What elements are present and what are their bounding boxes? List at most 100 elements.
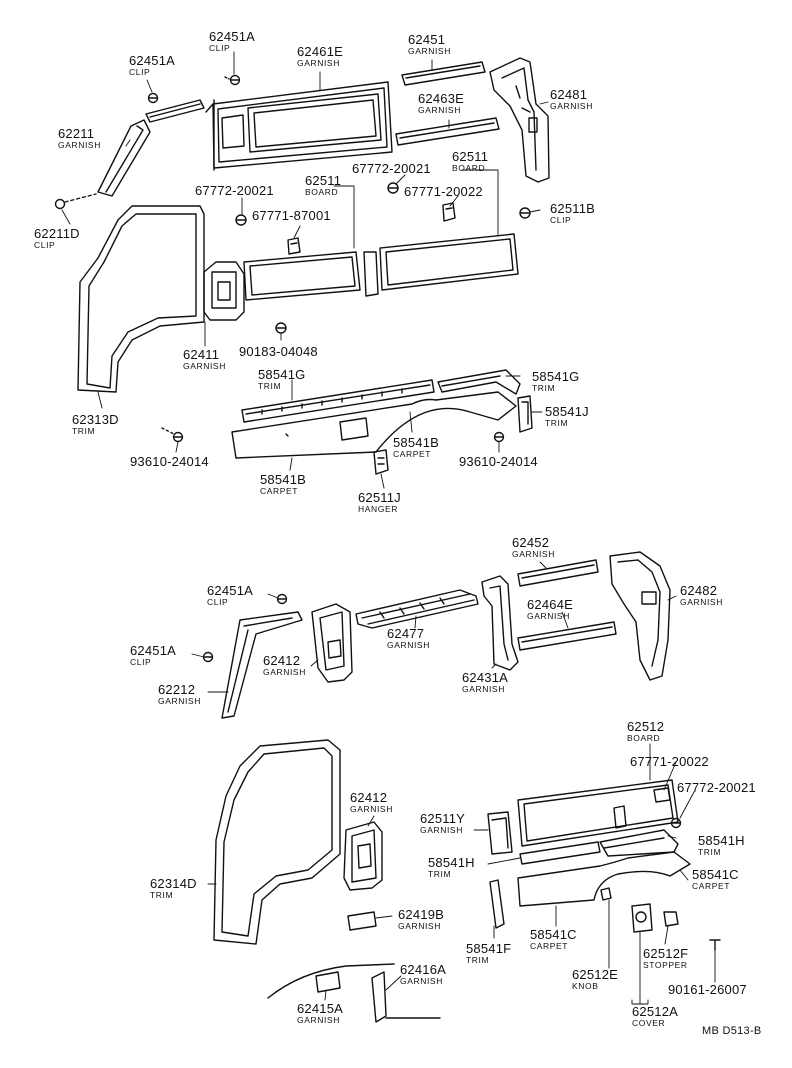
callout-retainer: 67772-20021 bbox=[352, 162, 431, 175]
part-number: 62511 bbox=[452, 149, 489, 164]
part-number: 58541B bbox=[393, 435, 440, 450]
part-number: 67771-87001 bbox=[252, 208, 331, 223]
part-name: TRIM bbox=[698, 847, 722, 857]
callout-retainer: 67771-87001 bbox=[252, 209, 331, 222]
callout-hanger: 62511J HANGER bbox=[358, 491, 401, 514]
part-number: 62463E bbox=[418, 91, 465, 106]
garnish-strip-shape bbox=[517, 559, 599, 587]
callout-sill-garnish: 62415A GARNISH bbox=[297, 1002, 343, 1025]
part-number: 62511Y bbox=[420, 811, 466, 826]
b-pillar-garnish-shape bbox=[203, 261, 245, 321]
part-name: TRIM bbox=[466, 955, 490, 965]
callout-rear-quarter-garnish: 62482 GARNISH bbox=[680, 584, 723, 607]
part-number: 62419B bbox=[398, 907, 445, 922]
window-frame-garnish-shape bbox=[205, 81, 393, 171]
part-number: 62512F bbox=[643, 946, 689, 961]
callout-stopper: 62512F STOPPER bbox=[643, 947, 688, 970]
part-number: 62415A bbox=[297, 1001, 344, 1016]
part-number: 62211 bbox=[58, 126, 95, 141]
clip-shape bbox=[147, 92, 159, 104]
part-number: 62212 bbox=[158, 682, 196, 697]
a-pillar-garnish-shape bbox=[97, 119, 151, 197]
callout-screw-lower: 90161-26007 bbox=[668, 983, 747, 996]
drawing-code: MB D513-B bbox=[702, 1025, 762, 1037]
part-number: 62313D bbox=[72, 412, 119, 427]
part-number: 58541H bbox=[698, 833, 745, 848]
part-name: STOPPER bbox=[643, 960, 688, 970]
part-number: 62412 bbox=[350, 790, 388, 805]
floor-carpet-shape bbox=[231, 391, 517, 459]
hanger-bracket-shape bbox=[373, 449, 389, 475]
part-number: 62482 bbox=[680, 583, 718, 598]
callout-b-pillar-garnish: 62411 GARNISH bbox=[183, 348, 226, 371]
part-name: GARNISH bbox=[408, 46, 451, 56]
callout-knob: 62512E KNOB bbox=[572, 968, 618, 991]
part-name: GARNISH bbox=[400, 976, 443, 986]
garnish-strip-shape bbox=[395, 117, 500, 146]
door-opening-trim-shape bbox=[77, 205, 205, 393]
part-name: TRIM bbox=[72, 426, 96, 436]
part-name: GARNISH bbox=[263, 667, 306, 677]
callout-step-garnish: 62416A GARNISH bbox=[400, 963, 446, 986]
part-name: GARNISH bbox=[512, 549, 555, 559]
part-number: 62451A bbox=[209, 29, 256, 44]
part-name: TRIM bbox=[258, 381, 282, 391]
part-name: TRIM bbox=[150, 890, 174, 900]
part-number: 62512A bbox=[632, 1004, 679, 1019]
part-name: GARNISH bbox=[297, 1015, 340, 1025]
part-number: 58541C bbox=[530, 927, 577, 942]
callout-clip-top: 62451A CLIP bbox=[209, 30, 255, 53]
callout-screw-left: 93610-24014 bbox=[130, 455, 209, 468]
b-pillar-garnish-shape bbox=[343, 821, 383, 891]
callout-pillar-garnish: 62481 GARNISH bbox=[550, 88, 593, 111]
leader-lines-middle bbox=[191, 561, 677, 693]
callout-small-garnish-lower: 62419B GARNISH bbox=[398, 908, 444, 931]
part-name: CARPET bbox=[393, 449, 432, 459]
callout-door-opening-trim-lower: 62314D TRIM bbox=[150, 877, 197, 900]
part-number: 58541B bbox=[260, 472, 307, 487]
part-name: GARNISH bbox=[462, 684, 505, 694]
pillar-garnish-shape bbox=[481, 575, 519, 671]
part-name: GARNISH bbox=[680, 597, 723, 607]
callout-cover: 62512A COVER bbox=[632, 1005, 678, 1028]
part-number: 62451 bbox=[408, 32, 446, 47]
callout-clip-pillar: 62211D CLIP bbox=[34, 227, 80, 250]
lower-assembly bbox=[207, 739, 721, 1023]
callout-small-garnish: 62511Y GARNISH bbox=[420, 812, 465, 835]
part-number: 93610-24014 bbox=[459, 454, 538, 469]
part-name: CLIP bbox=[130, 657, 152, 667]
small-garnish-shape bbox=[487, 811, 513, 855]
floor-edge-trim-shape bbox=[241, 379, 435, 423]
part-number: 62411 bbox=[183, 347, 220, 362]
callout-clip-right: 62511B CLIP bbox=[550, 202, 595, 225]
part-name: GARNISH bbox=[297, 58, 340, 68]
callout-garnish-strip: 62451 GARNISH bbox=[408, 33, 451, 56]
part-name: GARNISH bbox=[158, 696, 201, 706]
part-number: 62477 bbox=[387, 626, 425, 641]
part-number: 67772-20021 bbox=[195, 183, 274, 198]
side-trim-shape bbox=[489, 879, 505, 929]
part-name: COVER bbox=[632, 1018, 666, 1028]
screw-shapes bbox=[161, 427, 505, 443]
part-number: 58541C bbox=[692, 867, 739, 882]
leader-lines-upper bbox=[61, 51, 549, 489]
part-number: 62451A bbox=[207, 583, 254, 598]
callout-b-pillar-garnish-mid: 62412 GARNISH bbox=[263, 654, 306, 677]
part-name: CARPET bbox=[530, 941, 569, 951]
leader-lines-lower bbox=[207, 743, 716, 1005]
clip-shape bbox=[224, 74, 241, 86]
callout-retainer-lower: 67771-20022 bbox=[630, 755, 709, 768]
small-garnish-shape bbox=[347, 911, 377, 931]
part-name: GARNISH bbox=[418, 105, 461, 115]
retainer-shapes bbox=[235, 182, 531, 334]
part-name: CLIP bbox=[209, 43, 231, 53]
callout-retainer-lower-right: 67772-20021 bbox=[677, 781, 756, 794]
garnish-strip-shape bbox=[517, 621, 617, 651]
rear-quarter-garnish-shape bbox=[609, 551, 671, 681]
callout-a-pillar-garnish: 62211 GARNISH bbox=[58, 127, 101, 150]
callout-door-opening-trim: 62313D TRIM bbox=[72, 413, 119, 436]
part-name: GARNISH bbox=[420, 825, 463, 835]
part-name: CLIP bbox=[550, 215, 572, 225]
